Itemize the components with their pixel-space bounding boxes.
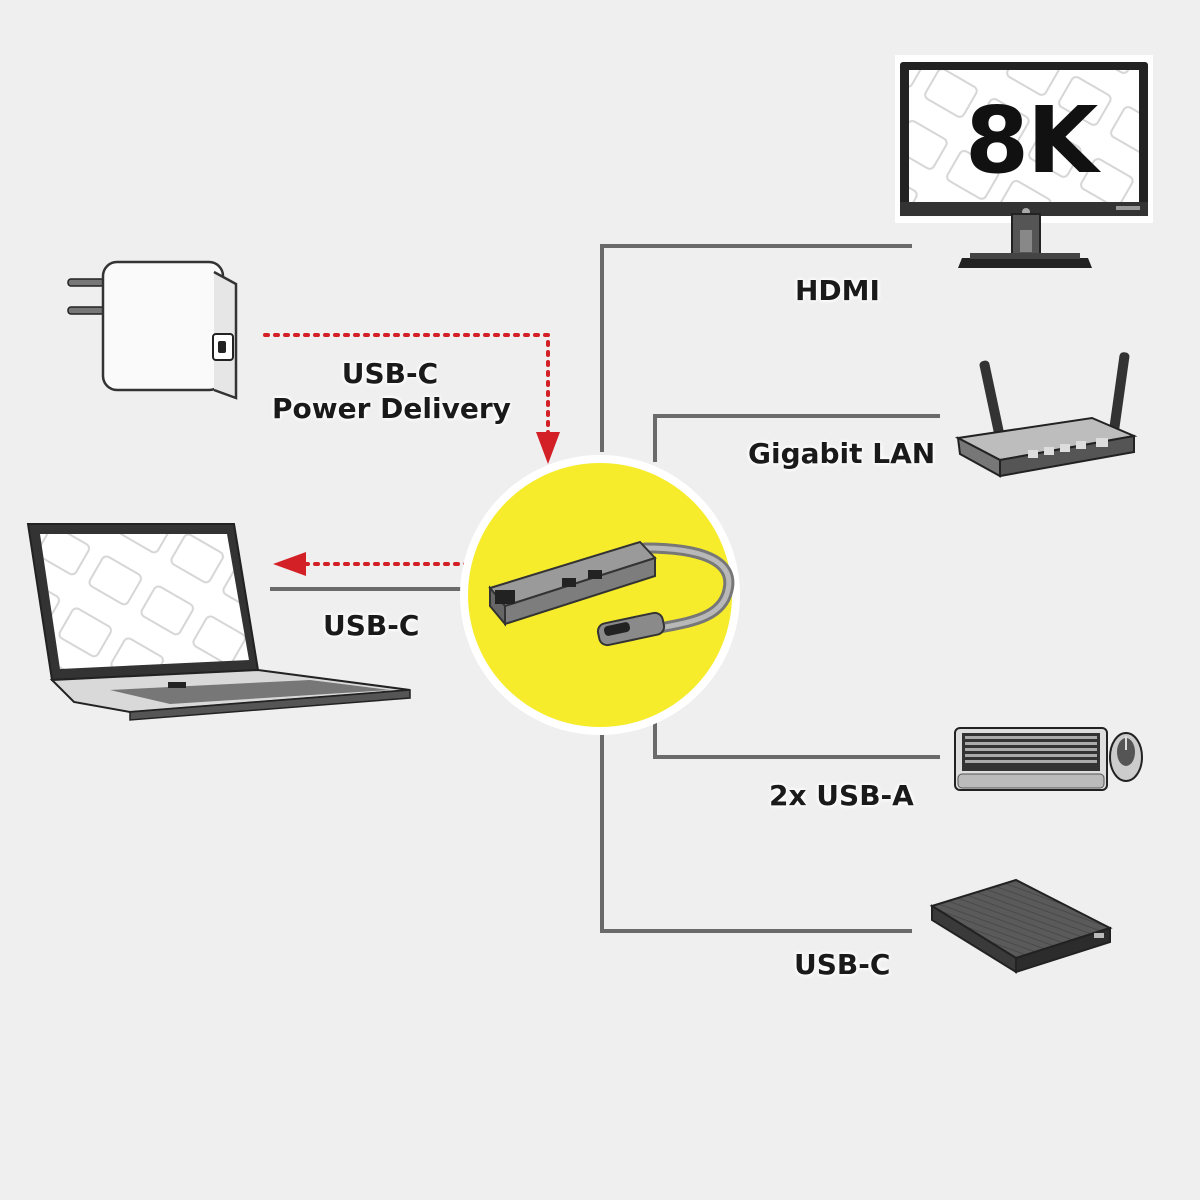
label-power-line2: Power Delivery	[272, 392, 511, 425]
label-hdmi: HDMI	[795, 274, 880, 307]
power-delivery-arrow	[263, 333, 550, 437]
router	[954, 352, 1138, 478]
usb-a-line	[653, 705, 940, 759]
lan-line	[653, 414, 940, 462]
monitor-resolution-text: 8K	[965, 87, 1098, 194]
mouse	[1109, 732, 1143, 782]
label-usb-c-out: USB-C	[794, 948, 891, 981]
monitor-8k	[895, 55, 1153, 268]
label-gigabit-lan: Gigabit LAN	[748, 437, 936, 470]
power-arrows	[263, 333, 550, 566]
hdmi-line	[600, 244, 912, 452]
power-arrow-head	[536, 432, 560, 464]
label-usb-a: 2x USB-A	[769, 779, 914, 812]
laptop	[26, 523, 411, 721]
keyboard	[954, 727, 1108, 791]
label-laptop-usb-c: USB-C	[323, 609, 420, 642]
power-adapter	[67, 260, 238, 400]
hub-badge	[460, 455, 740, 735]
external-drive	[929, 878, 1113, 974]
label-power-delivery: USB-C Power Delivery	[272, 356, 511, 426]
usb-hub-adapter	[488, 540, 735, 647]
usb-c-out-line	[600, 735, 912, 933]
label-power-line1: USB-C	[341, 357, 439, 390]
laptop-arrow-head	[273, 552, 306, 576]
